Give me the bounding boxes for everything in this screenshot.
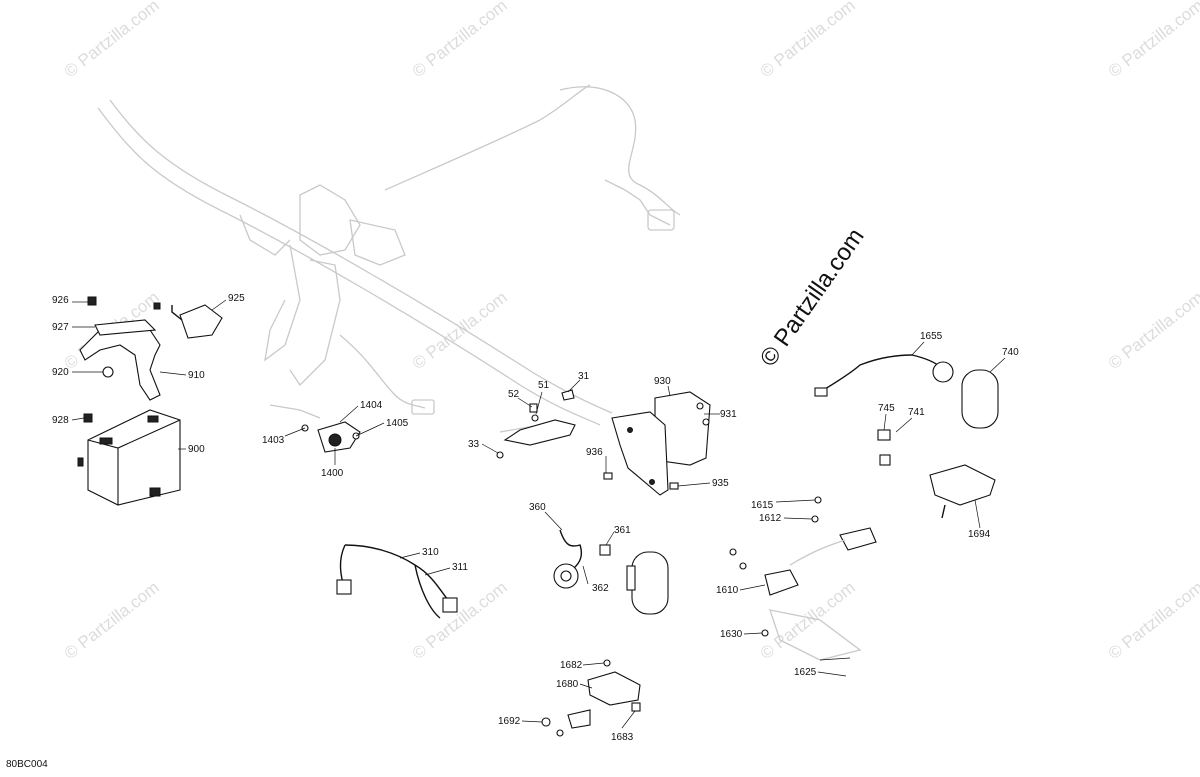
ecm-module <box>603 391 711 496</box>
harness-310 <box>336 544 458 619</box>
callout-935: 935 <box>712 478 729 489</box>
callout-1682: 1682 <box>560 660 583 671</box>
switch-group-1680 <box>541 659 641 737</box>
callout-930: 930 <box>654 376 671 387</box>
callout-936: 936 <box>586 447 603 458</box>
partzilla-watermark: © Partzilla.com <box>755 223 870 371</box>
callout-1694: 1694 <box>968 529 991 540</box>
callout-928: 928 <box>52 415 69 426</box>
callout-1615: 1615 <box>751 500 774 511</box>
watermark-tile: © Partzilla.com <box>757 0 859 81</box>
solenoid-1400 <box>301 421 361 453</box>
callout-362: 362 <box>592 583 609 594</box>
callout-931: 931 <box>720 409 737 420</box>
callout-360: 360 <box>529 502 546 513</box>
watermark-tile: © Partzilla.com <box>61 0 163 81</box>
callout-900: 900 <box>188 444 205 455</box>
watermark-tile: © Partzilla.com <box>1105 0 1200 81</box>
callout-920: 920 <box>52 367 69 378</box>
callout-1630: 1630 <box>720 629 743 640</box>
callout-1403: 1403 <box>262 435 285 446</box>
watermark-tile: © Partzilla.com <box>1105 288 1200 374</box>
watermark-tile: © Partzilla.com <box>61 578 163 664</box>
callout-361: 361 <box>614 525 631 536</box>
callout-1683: 1683 <box>611 732 634 743</box>
callout-745: 745 <box>878 403 895 414</box>
callout-1625: 1625 <box>794 667 817 678</box>
left-lamp-group <box>553 529 669 615</box>
callout-1655: 1655 <box>920 331 943 342</box>
callouts: 926 925 927 920 910 928 900 1404 1403 14… <box>52 293 1019 743</box>
battery-bracket-group <box>79 296 223 401</box>
battery <box>77 409 181 506</box>
diagram-code: 80BC004 <box>6 759 48 770</box>
watermark-tile: © Partzilla.com <box>409 0 511 81</box>
callout-1404: 1404 <box>360 400 383 411</box>
watermark-tile: © Partzilla.com <box>409 288 511 374</box>
callout-1400: 1400 <box>321 468 344 479</box>
callout-740: 740 <box>1002 347 1019 358</box>
callout-925: 925 <box>228 293 245 304</box>
callout-1612: 1612 <box>759 513 782 524</box>
taillight-right-group <box>814 354 999 519</box>
frame-ghost <box>97 84 681 433</box>
callout-741: 741 <box>908 407 925 418</box>
callout-52: 52 <box>508 389 520 400</box>
callout-1692: 1692 <box>498 716 521 727</box>
callout-33: 33 <box>468 439 480 450</box>
callout-1680: 1680 <box>556 679 579 690</box>
callout-51: 51 <box>538 380 550 391</box>
watermark-tile: © Partzilla.com <box>409 578 511 664</box>
callout-311: 311 <box>452 562 468 573</box>
watermark-tile: © Partzilla.com <box>1105 578 1200 664</box>
callout-1610: 1610 <box>716 585 739 596</box>
fasteners-31-52 <box>496 389 576 459</box>
callout-927: 927 <box>52 322 69 333</box>
callout-910: 910 <box>188 370 205 381</box>
watermark-layer: © Partzilla.com © Partzilla.com © Partzi… <box>61 0 1200 663</box>
callout-310: 310 <box>422 547 439 558</box>
callout-926: 926 <box>52 295 69 306</box>
rear-bracket-group <box>729 496 877 661</box>
callout-1405: 1405 <box>386 418 409 429</box>
callout-31: 31 <box>578 371 590 382</box>
